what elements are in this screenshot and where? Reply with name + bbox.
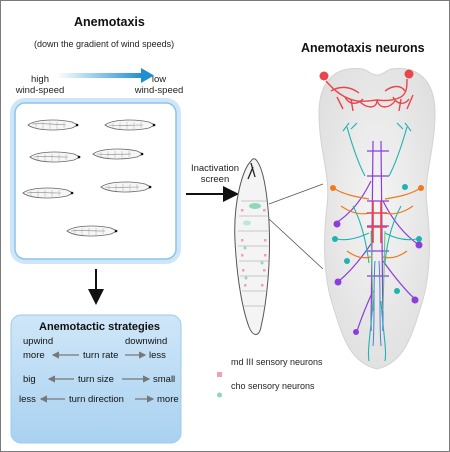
turn-rate-downwind: less: [149, 350, 166, 361]
larva: [104, 119, 156, 131]
turn-direction-downwind: more: [157, 394, 179, 405]
md-legend-label: md III sensory neurons: [231, 357, 323, 367]
high-label: high wind-speed: [15, 74, 65, 96]
screen-label-line2: screen: [200, 174, 230, 185]
strategies-title: Anemotactic strategies: [39, 321, 161, 333]
larva: [29, 151, 81, 163]
high-label-line1: high: [31, 74, 49, 85]
turn-size-downwind: small: [153, 374, 176, 385]
strategies-upwind: upwind: [23, 336, 54, 347]
red-brain-neurons: [319, 69, 414, 112]
wind-gradient-arrow: [57, 68, 154, 83]
red-central-tract: [367, 201, 387, 243]
purple-neurons: [333, 140, 423, 335]
strategy-arrows: [39, 351, 155, 403]
cho-legend-marker: [217, 392, 222, 398]
larva: [27, 119, 79, 131]
cns-outline: [318, 68, 436, 370]
turn-size-label: turn size: [78, 374, 114, 385]
turn-direction-label: turn direction: [69, 394, 124, 405]
larva: [92, 148, 144, 160]
orange-neurons: [330, 185, 424, 259]
larva: [22, 187, 74, 199]
turn-rate-label: turn rate: [83, 350, 119, 361]
low-label-line2: wind-speed: [134, 85, 184, 96]
screen-label: Inactivation screen: [184, 163, 246, 185]
larvae-box: [10, 98, 181, 264]
left-title: Anemotaxis: [74, 15, 145, 29]
low-label-line1: low: [151, 74, 167, 85]
high-label-line2: wind-speed: [15, 85, 65, 96]
turn-direction-upwind: less: [19, 394, 36, 405]
larva-group: [22, 119, 156, 237]
left-subtitle: (down the gradient of wind speeds): [34, 39, 175, 49]
zoom-line-bottom: [268, 218, 324, 270]
cho-legend-label: cho sensory neurons: [231, 381, 315, 391]
turn-size-upwind: big: [23, 374, 36, 385]
low-label: low wind-speed: [131, 74, 187, 96]
zoom-line-top: [268, 183, 324, 205]
screen-larva: [234, 158, 271, 335]
md-legend-marker: [217, 372, 222, 377]
screen-label-line1: Inactivation: [190, 163, 240, 174]
right-title: Anemotaxis neurons: [301, 41, 425, 55]
blue-green-tract: [372, 260, 382, 347]
larva: [66, 225, 118, 237]
strategies-box: [10, 314, 182, 444]
turn-rate-upwind: more: [23, 350, 45, 361]
larva: [100, 181, 152, 193]
teal-neurons: [332, 122, 422, 362]
green-tract: [370, 230, 386, 312]
strategies-downwind: downwind: [125, 336, 168, 347]
